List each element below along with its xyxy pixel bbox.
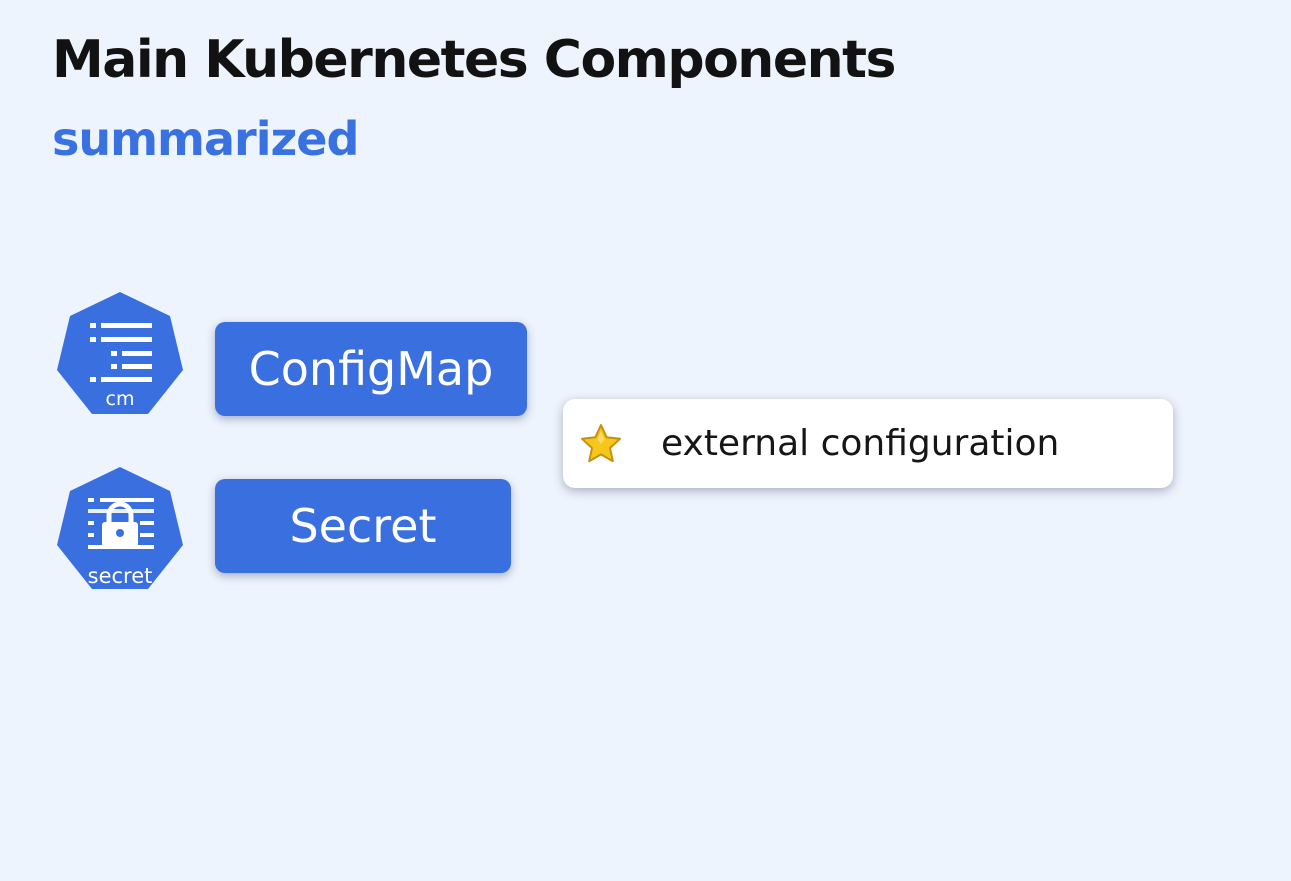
configmap-box: ConfigMap bbox=[215, 322, 527, 416]
configmap-icon-label: cm bbox=[105, 388, 135, 410]
star-icon bbox=[581, 424, 621, 463]
secret-box: Secret bbox=[215, 479, 511, 573]
note-text: external configuration bbox=[661, 423, 1060, 464]
external-configuration-note: external configuration bbox=[563, 399, 1173, 488]
slide-title: Main Kubernetes Components bbox=[52, 30, 896, 90]
slide-subtitle: summarized bbox=[52, 112, 359, 166]
secret-icon-label: secret bbox=[87, 564, 153, 588]
configmap-list-icon bbox=[57, 292, 183, 414]
configmap-icon: cm bbox=[54, 290, 186, 422]
secret-icon: secret bbox=[54, 465, 186, 597]
secret-lock-icon bbox=[57, 467, 183, 589]
